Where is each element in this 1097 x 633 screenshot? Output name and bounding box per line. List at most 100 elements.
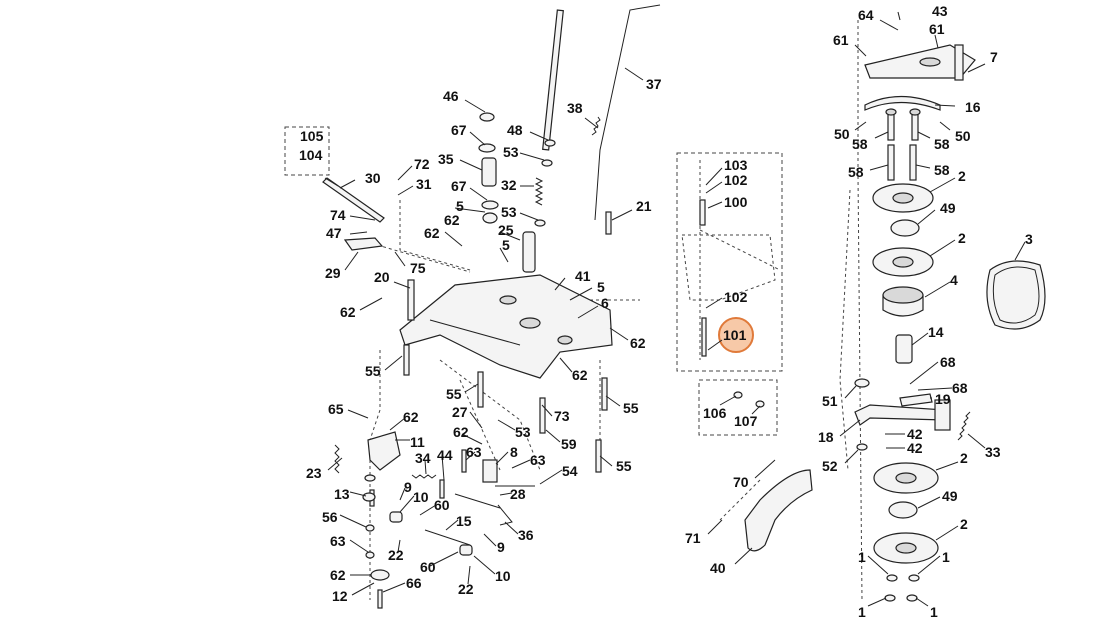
callout-31: 31 — [416, 176, 432, 192]
callout-19: 19 — [935, 391, 951, 407]
shaft-30 — [322, 177, 385, 223]
callout-53: 53 — [503, 144, 519, 160]
callout-20: 20 — [374, 269, 390, 285]
pin-100-101 — [699, 199, 707, 357]
callout-58: 58 — [934, 162, 950, 178]
rod-48 — [542, 9, 564, 151]
callout-75: 75 — [410, 260, 426, 276]
callout-53: 53 — [515, 424, 531, 440]
callout-56: 56 — [322, 509, 338, 525]
rod-28-15 — [424, 485, 535, 546]
callout-2: 2 — [958, 168, 966, 184]
callout-107: 107 — [734, 413, 758, 429]
callout-64: 64 — [858, 7, 874, 23]
callout-55: 55 — [623, 400, 639, 416]
callout-1: 1 — [942, 549, 950, 565]
shaft-25 — [522, 231, 536, 273]
bracket-36 — [497, 504, 513, 526]
callout-106: 106 — [703, 405, 727, 421]
pulley-hub-3 — [882, 286, 924, 317]
callout-18: 18 — [818, 429, 834, 445]
callout-101: 101 — [723, 327, 747, 343]
detail-plate-fragment — [681, 234, 776, 301]
callout-4: 14 — [928, 324, 944, 340]
callout-102: 102 — [724, 172, 748, 188]
callout-65: 65 — [328, 401, 344, 417]
callout-62: 62 — [403, 409, 419, 425]
spring-32 — [534, 177, 544, 206]
callout-30: 30 — [365, 170, 381, 186]
callout-63: 63 — [530, 452, 546, 468]
callout-50: 50 — [834, 126, 850, 142]
callout-62: 62 — [630, 335, 646, 351]
callout-5: 5 — [456, 198, 464, 214]
spring-38 — [591, 116, 601, 136]
callout-52: 52 — [822, 458, 838, 474]
callout-67: 67 — [451, 178, 467, 194]
callout-100: 100 — [724, 194, 748, 210]
callout-62: 62 — [330, 567, 346, 583]
callout-32: 32 — [501, 177, 517, 193]
callout-104: 104 — [299, 147, 323, 163]
callout-33: 33 — [985, 444, 1001, 460]
callout-55: 55 — [616, 458, 632, 474]
washers-left-bottom — [362, 474, 390, 581]
washer-51-52 — [854, 378, 870, 451]
callout-66: 66 — [406, 575, 422, 591]
callout-55: 55 — [446, 386, 462, 402]
bracket-19 — [899, 393, 933, 407]
callout-72: 72 — [414, 156, 430, 172]
callout-11: 11 — [410, 434, 425, 450]
callout-2: 2 — [960, 450, 968, 466]
tensioner-bracket-part — [864, 44, 976, 81]
callout-70: 70 — [733, 474, 749, 490]
guard-40 — [744, 469, 813, 552]
callout-42: 42 — [907, 440, 923, 456]
callout-62: 62 — [444, 212, 460, 228]
callout-9: 9 — [404, 479, 412, 495]
callout-105: 105 — [300, 128, 324, 144]
callout-42: 42 — [907, 426, 923, 442]
callout-71: 71 — [685, 530, 701, 546]
callout-59: 59 — [561, 436, 577, 452]
callout-55: 55 — [365, 363, 381, 379]
callout-63: 63 — [466, 444, 482, 460]
callout-61: 61 — [833, 32, 849, 48]
washers-46-67 — [478, 112, 556, 227]
bolts-55 — [403, 279, 608, 473]
callout-25: 25 — [498, 222, 514, 238]
pulley-2-top — [872, 183, 934, 213]
pulley-2-mid — [872, 247, 934, 277]
callout-36: 36 — [518, 527, 534, 543]
washers-1 — [884, 574, 920, 602]
bracket-11 — [367, 431, 401, 471]
callout-40: 40 — [710, 560, 726, 576]
leader-lines — [324, 11, 1026, 607]
callout-29: 29 — [325, 265, 341, 281]
callout-46: 46 — [443, 88, 459, 104]
callout-68: 68 — [952, 380, 968, 396]
pins-106-107 — [733, 391, 765, 408]
callout-5: 5 — [597, 279, 605, 295]
callout-1: 1 — [930, 604, 938, 620]
callout-34: 34 — [415, 450, 431, 466]
bushings-10-60 — [389, 511, 473, 556]
arm-18 — [854, 399, 951, 431]
callout-53: 53 — [501, 204, 517, 220]
callout-6: 6 — [601, 295, 609, 311]
callout-2: 2 — [958, 230, 966, 246]
bearing-49-top — [890, 219, 920, 237]
callout-21: 21 — [636, 198, 652, 214]
callout-54: 54 — [562, 463, 578, 479]
callout-58: 58 — [852, 136, 868, 152]
callout-60: 60 — [434, 497, 450, 513]
callout-5: 5 — [502, 237, 510, 253]
bushing-35 — [481, 157, 497, 187]
callout-49: 49 — [942, 488, 958, 504]
spring-34 — [411, 474, 437, 479]
base-plate-6 — [399, 274, 613, 379]
callout-61: 61 — [929, 21, 945, 37]
callout-62: 62 — [424, 225, 440, 241]
pulley-2-lower — [873, 462, 939, 494]
